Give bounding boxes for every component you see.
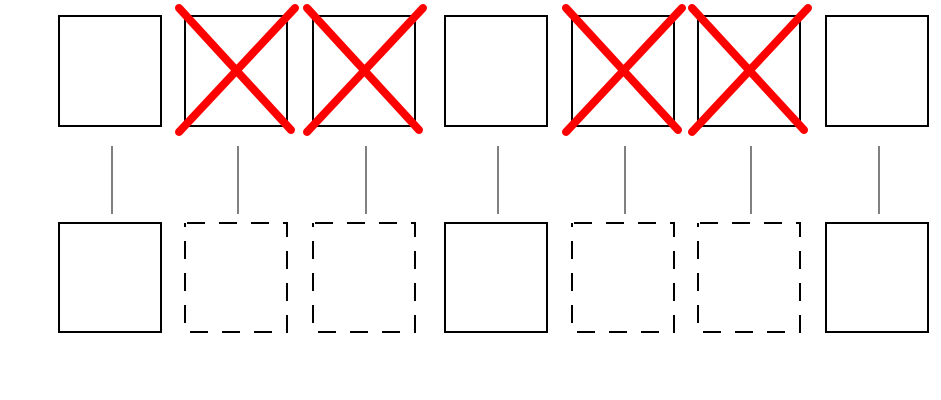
cross-stroke-falling-6 [688, 4, 808, 134]
bottom-box-6 [697, 222, 801, 333]
cross-stroke-falling-3 [303, 4, 423, 134]
top-box-3 [312, 15, 416, 127]
bottom-box-7 [825, 222, 929, 333]
bottom-box-5 [571, 222, 675, 333]
top-box-2 [184, 15, 288, 127]
top-box-6 [697, 15, 801, 127]
cross-stroke-falling-5 [562, 4, 682, 134]
top-box-5 [571, 15, 675, 127]
cross-mark-layer [175, 4, 812, 136]
cross-mark-3 [303, 4, 427, 136]
box-layer [58, 15, 929, 333]
cross-mark-6 [688, 4, 812, 136]
top-box-1 [58, 15, 162, 127]
cross-mark-5 [562, 4, 686, 136]
bottom-box-3 [312, 222, 416, 333]
connector-layer [111, 146, 880, 214]
bottom-box-2 [184, 222, 288, 333]
bottom-box-4 [444, 222, 548, 333]
cross-stroke-falling-2 [175, 4, 295, 134]
top-box-4 [444, 15, 548, 127]
cross-mark-2 [175, 4, 299, 136]
bottom-box-1 [58, 222, 162, 333]
top-box-7 [825, 15, 929, 127]
